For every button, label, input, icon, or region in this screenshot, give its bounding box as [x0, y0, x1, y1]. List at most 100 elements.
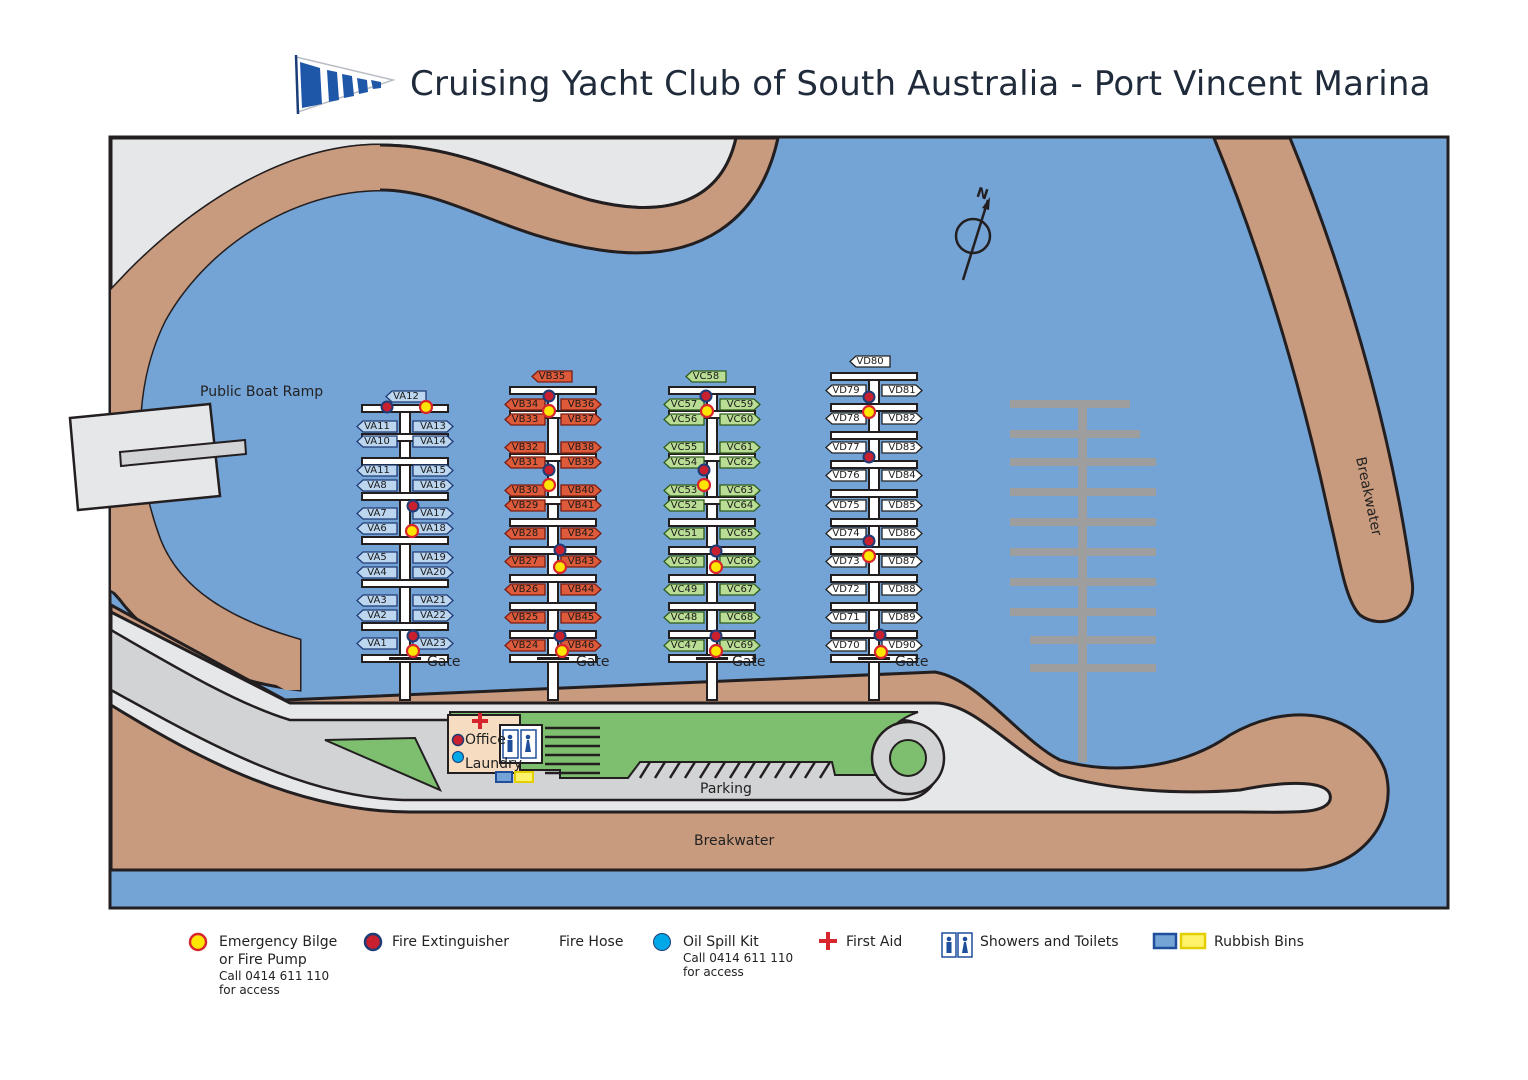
gate-b[interactable]: [537, 657, 569, 660]
berth-right-d-0[interactable]: VD81: [881, 384, 923, 397]
berth-left-b-8[interactable]: VB26: [504, 583, 546, 596]
berth-right-b-3[interactable]: VB39: [560, 456, 602, 469]
berth-right-a-5-label: VA18: [420, 523, 446, 534]
berth-left-c-5-label: VC52: [671, 500, 698, 511]
berth-left-a-10[interactable]: VA1: [356, 637, 398, 650]
berth-right-c-8[interactable]: VC67: [719, 583, 761, 596]
berth-right-b-2[interactable]: VB38: [560, 441, 602, 454]
berth-right-d-6-label: VD87: [888, 556, 915, 567]
berth-left-b-5[interactable]: VB29: [504, 499, 546, 512]
pump-c-3: [708, 559, 724, 575]
berth-left-b-1[interactable]: VB33: [504, 413, 546, 426]
berth-left-b-2[interactable]: VB32: [504, 441, 546, 454]
berth-left-b-7[interactable]: VB27: [504, 555, 546, 568]
berth-right-a-2-label: VA15: [420, 465, 446, 476]
berth-left-c-1[interactable]: VC56: [663, 413, 705, 426]
berth-right-c-9[interactable]: VC68: [719, 611, 761, 624]
berth-left-a-4[interactable]: VA7: [356, 507, 398, 520]
berth-right-a-6[interactable]: VA19: [412, 551, 454, 564]
gate-c[interactable]: [696, 657, 728, 660]
berth-left-d-4[interactable]: VD75: [825, 499, 867, 512]
berth-left-c-2[interactable]: VC55: [663, 441, 705, 454]
berth-left-b-9[interactable]: VB25: [504, 611, 546, 624]
berth-right-a-1[interactable]: VA14: [412, 435, 454, 448]
berth-right-c-10[interactable]: VC69: [719, 639, 761, 652]
berth-vd80[interactable]: VD80: [849, 355, 891, 368]
berth-left-c-6[interactable]: VC51: [663, 527, 705, 540]
berth-right-d-8[interactable]: VD89: [881, 611, 923, 624]
berth-left-a-7[interactable]: VA4: [356, 566, 398, 579]
berth-right-d-6[interactable]: VD87: [881, 555, 923, 568]
berth-left-a-1[interactable]: VA10: [356, 435, 398, 448]
berth-left-d-0[interactable]: VD79: [825, 384, 867, 397]
berth-left-c-5[interactable]: VC52: [663, 499, 705, 512]
berth-right-c-2[interactable]: VC61: [719, 441, 761, 454]
berth-left-b-4[interactable]: VB30: [504, 484, 546, 497]
berth-right-a-4[interactable]: VA17: [412, 507, 454, 520]
berth-va12[interactable]: VA12: [385, 390, 427, 403]
berth-right-b-0[interactable]: VB36: [560, 398, 602, 411]
berth-vb35[interactable]: VB35: [531, 370, 573, 383]
berth-left-c-8[interactable]: VC49: [663, 583, 705, 596]
berth-right-c-4[interactable]: VC63: [719, 484, 761, 497]
berth-right-a-5[interactable]: VA18: [412, 522, 454, 535]
berth-right-c-7[interactable]: VC66: [719, 555, 761, 568]
berth-left-d-8[interactable]: VD71: [825, 611, 867, 624]
berth-vc58[interactable]: VC58: [685, 370, 727, 383]
berth-left-a-2[interactable]: VA11: [356, 464, 398, 477]
berth-left-d-9[interactable]: VD70: [825, 639, 867, 652]
berth-right-a-2[interactable]: VA15: [412, 464, 454, 477]
berth-right-b-7[interactable]: VB43: [560, 555, 602, 568]
berth-left-d-7[interactable]: VD72: [825, 583, 867, 596]
berth-right-c-5[interactable]: VC64: [719, 499, 761, 512]
berth-right-d-4[interactable]: VD85: [881, 499, 923, 512]
berth-left-b-3[interactable]: VB31: [504, 456, 546, 469]
berth-left-d-5[interactable]: VD74: [825, 527, 867, 540]
berth-right-d-2[interactable]: VD83: [881, 441, 923, 454]
berth-left-c-3[interactable]: VC54: [663, 456, 705, 469]
berth-left-c-9[interactable]: VC48: [663, 611, 705, 624]
berth-right-b-9[interactable]: VB45: [560, 611, 602, 624]
berth-right-c-0[interactable]: VC59: [719, 398, 761, 411]
berth-right-b-1[interactable]: VB37: [560, 413, 602, 426]
berth-right-b-2-label: VB38: [568, 442, 594, 453]
berth-left-b-0[interactable]: VB34: [504, 398, 546, 411]
berth-right-b-8[interactable]: VB44: [560, 583, 602, 596]
berth-right-a-0[interactable]: VA13: [412, 420, 454, 433]
berth-left-a-9[interactable]: VA2: [356, 609, 398, 622]
berth-left-a-6[interactable]: VA5: [356, 551, 398, 564]
berth-left-c-8-label: VC49: [671, 584, 698, 595]
berth-left-d-1[interactable]: VD78: [825, 412, 867, 425]
berth-right-d-5[interactable]: VD86: [881, 527, 923, 540]
berth-right-c-6[interactable]: VC65: [719, 527, 761, 540]
gate-d[interactable]: [858, 657, 890, 660]
berth-right-b-8-label: VB44: [568, 584, 594, 595]
berth-right-d-3[interactable]: VD84: [881, 469, 923, 482]
berth-left-a-0[interactable]: VA11: [356, 420, 398, 433]
berth-left-c-7[interactable]: VC50: [663, 555, 705, 568]
berth-left-c-0[interactable]: VC57: [663, 398, 705, 411]
berth-left-d-3[interactable]: VD76: [825, 469, 867, 482]
berth-left-b-6[interactable]: VB28: [504, 527, 546, 540]
berth-right-d-1[interactable]: VD82: [881, 412, 923, 425]
berth-right-a-3[interactable]: VA16: [412, 479, 454, 492]
berth-left-c-10[interactable]: VC47: [663, 639, 705, 652]
berth-left-d-2[interactable]: VD77: [825, 441, 867, 454]
gate-a[interactable]: [389, 657, 421, 660]
berth-right-a-9[interactable]: VA22: [412, 609, 454, 622]
berth-right-b-6[interactable]: VB42: [560, 527, 602, 540]
future-pontoon: [1010, 400, 1156, 762]
berth-right-c-1[interactable]: VC60: [719, 413, 761, 426]
berth-right-a-7[interactable]: VA20: [412, 566, 454, 579]
berth-right-b-4[interactable]: VB40: [560, 484, 602, 497]
berth-right-d-7[interactable]: VD88: [881, 583, 923, 596]
berth-right-b-5[interactable]: VB41: [560, 499, 602, 512]
berth-right-d-9[interactable]: VD90: [881, 639, 923, 652]
berth-left-b-10[interactable]: VB24: [504, 639, 546, 652]
berth-left-d-6[interactable]: VD73: [825, 555, 867, 568]
berth-left-a-8[interactable]: VA3: [356, 594, 398, 607]
berth-right-a-8[interactable]: VA21: [412, 594, 454, 607]
berth-right-c-3[interactable]: VC62: [719, 456, 761, 469]
berth-left-a-3[interactable]: VA8: [356, 479, 398, 492]
berth-left-a-5[interactable]: VA6: [356, 522, 398, 535]
